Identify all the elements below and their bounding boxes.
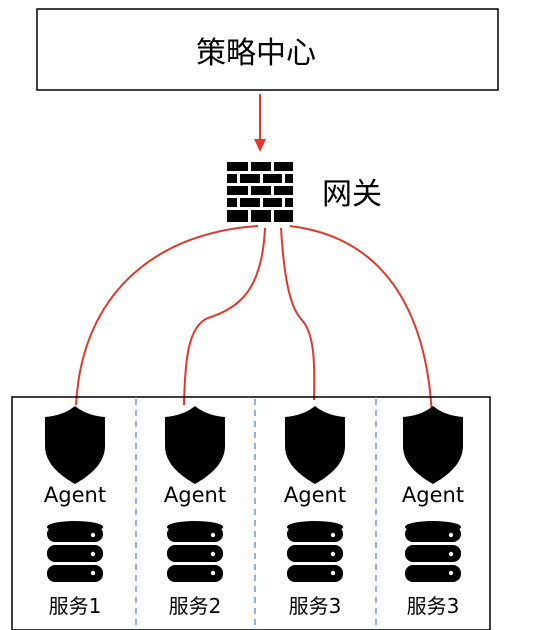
service-label: 服务2	[169, 594, 222, 618]
database-icon	[167, 521, 223, 582]
services-container	[11, 396, 491, 630]
shield-icon	[403, 406, 463, 484]
agent-label: Agent	[44, 483, 106, 507]
agent-label: Agent	[164, 483, 226, 507]
firewall-icon	[227, 162, 293, 222]
service-label: 服务3	[407, 594, 460, 618]
connection-agent-2	[183, 227, 266, 406]
shield-icon	[285, 406, 345, 484]
service-label: 服务3	[289, 594, 342, 618]
service-node-3: Agent 服务3	[284, 406, 346, 618]
connection-agent-4	[289, 225, 433, 419]
services-frame	[11, 396, 491, 630]
service-node-1: Agent 服务1	[44, 406, 106, 618]
connection-agent-3	[280, 227, 316, 401]
policy-center-box: 策略中心	[36, 8, 499, 91]
database-icon	[405, 521, 461, 582]
gateway-label: 网关	[322, 177, 382, 212]
service-node-4: Agent 服务3	[402, 406, 464, 618]
agent-label: Agent	[284, 483, 346, 507]
arrow-head	[254, 139, 266, 152]
gateway-connections	[75, 225, 433, 419]
service-node-2: Agent 服务2	[164, 406, 226, 618]
policy-to-gateway-arrow	[254, 94, 266, 152]
connection-agent-1	[75, 225, 259, 406]
policy-center-frame	[36, 8, 499, 91]
shield-icon	[165, 406, 225, 484]
shield-icon	[45, 406, 105, 484]
service-label: 服务1	[49, 594, 102, 618]
database-icon	[47, 521, 103, 582]
database-icon	[287, 521, 343, 582]
policy-center-label: 策略中心	[196, 36, 316, 71]
agent-label: Agent	[402, 483, 464, 507]
